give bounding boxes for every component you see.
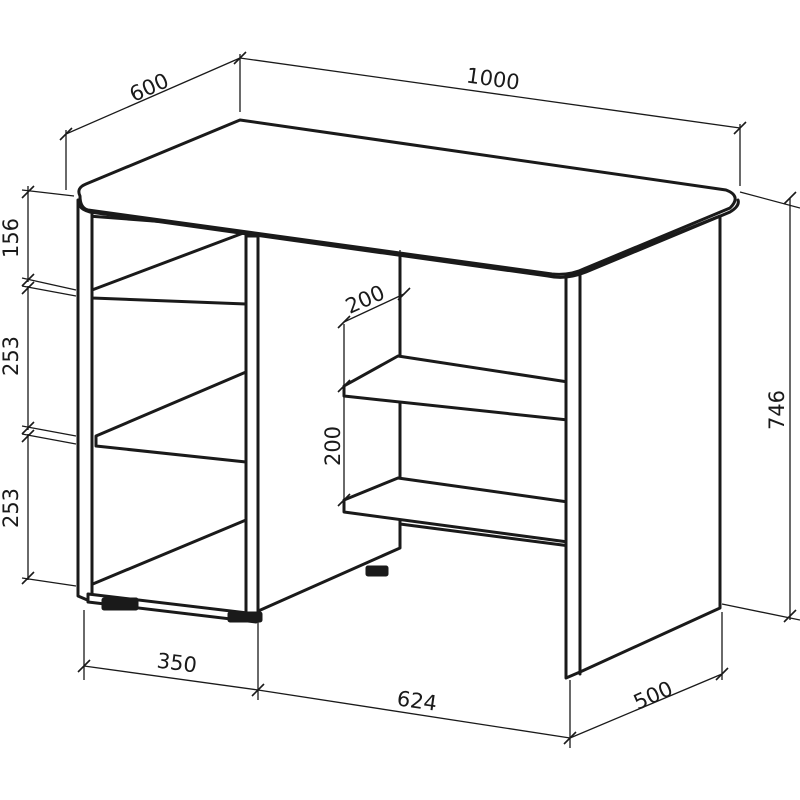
dimensions [21,51,800,748]
desk [76,118,740,680]
label-leg-depth: 500 [630,676,676,714]
label-open-width: 624 [395,686,438,715]
cabinet-partition [244,234,260,616]
right-leg-panel [564,214,722,680]
dim-line-cabinet-width [83,665,259,691]
foot-back [365,565,389,577]
dim-line-top-depth [65,57,241,135]
dim-line-niche-depth [343,293,405,323]
label-niche-height: 200 [321,426,345,466]
dim-line-leg-depth [569,673,723,739]
label-lower-shelf-gap: 253 [0,488,23,528]
foot-rear [227,611,263,623]
label-overall-width: 1000 [465,63,521,94]
label-cabinet-width: 350 [155,649,198,678]
dim-line-open-width [257,689,571,739]
label-upper-shelf-gap: 253 [0,336,23,376]
dimension-labels: 600 1000 746 156 253 253 200 200 350 624… [0,63,789,715]
dim-line-overall-width [239,57,741,129]
table-top-front-edge [78,196,740,279]
foot-front [101,597,139,611]
label-top-depth: 600 [126,68,172,106]
label-top-gap: 156 [0,218,23,258]
label-overall-height: 746 [765,390,789,430]
left-side-panel [76,198,94,604]
